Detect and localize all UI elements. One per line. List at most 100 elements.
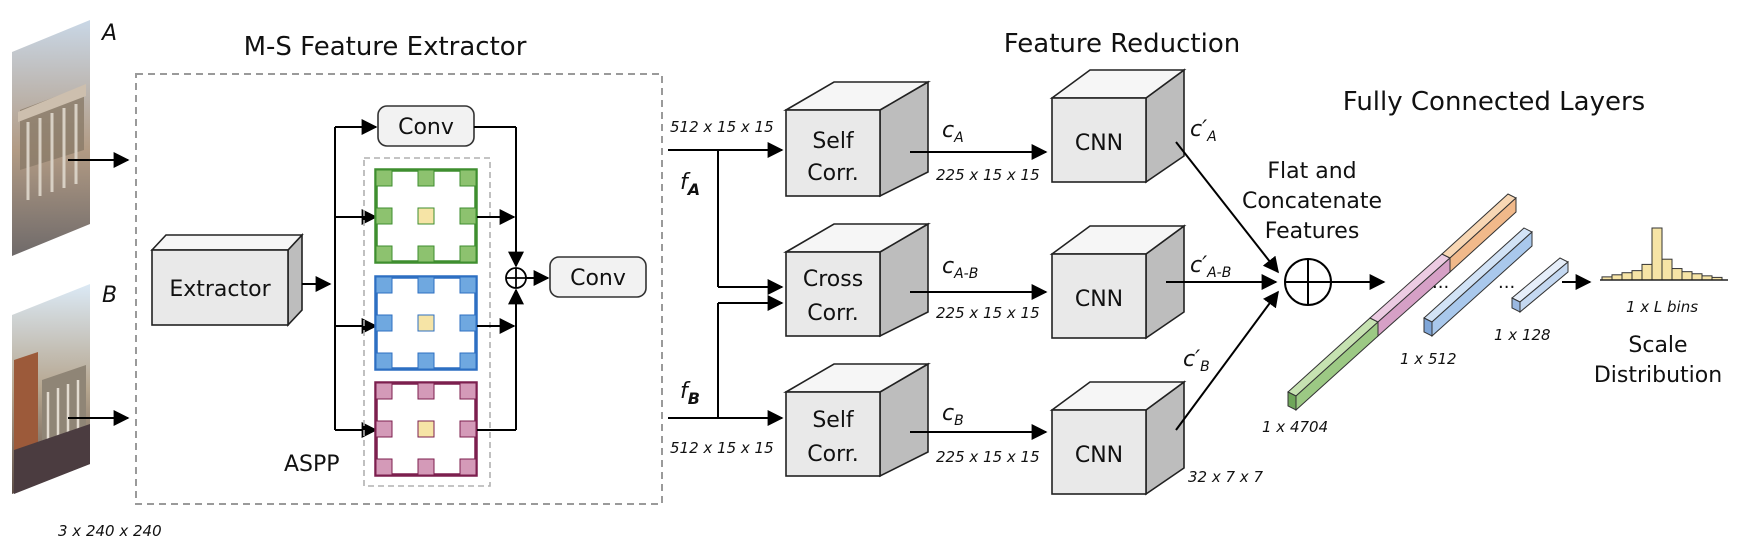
kernel-center-cell [417, 314, 435, 332]
histogram-bar [1671, 268, 1683, 281]
self-corr-top-block [783, 80, 931, 198]
c-prime-b-label: c′B [1183, 347, 1210, 375]
cnn-block-3 [1049, 380, 1187, 496]
kernel-cell [459, 420, 477, 438]
corr-size-2: 225 x 15 x 15 [936, 304, 1040, 322]
corr-size-3: 225 x 15 x 15 [936, 448, 1040, 466]
kernel-cell [459, 169, 477, 187]
kernel-cell [459, 276, 477, 294]
kernel-cell [417, 352, 435, 370]
aspp-frame [363, 157, 491, 487]
kernel-cell [375, 245, 393, 263]
kernel-cell [375, 276, 393, 294]
arrow-cpa [1175, 141, 1279, 274]
extractor-label: Extractor [169, 277, 271, 302]
fc-vector-4704 [1287, 193, 1517, 412]
fc-size-3: 1 x 128 [1494, 326, 1551, 344]
image-b-label: B [102, 283, 117, 308]
cnn-out-size: 32 x 7 x 7 [1188, 468, 1263, 486]
kernel-cell [459, 245, 477, 263]
corr-size-1: 225 x 15 x 15 [936, 166, 1040, 184]
scale-label-1: Scale [1628, 333, 1687, 358]
histogram-bar [1611, 274, 1623, 281]
aspp-kernel-green [374, 168, 478, 264]
input-image-b [12, 284, 90, 494]
histogram-bar [1661, 258, 1673, 281]
c-a-label: cA [942, 118, 964, 146]
c-b-label: cB [942, 401, 964, 429]
aspp-kernel-magenta [374, 381, 478, 477]
input-image-a [12, 20, 90, 256]
conv-right-box [549, 256, 647, 298]
ellipsis-1: ... [1432, 272, 1449, 293]
ellipsis-2: ... [1498, 272, 1515, 293]
c-prime-a-label: c′A [1190, 117, 1217, 145]
cross-corr-label-1: Cross [803, 267, 863, 292]
c-ab-label: cA-B [942, 254, 978, 282]
cnn-label-3: CNN [1075, 443, 1123, 468]
extractor-block [150, 232, 304, 328]
scale-label-2: Distribution [1594, 363, 1722, 388]
c-prime-ab-label: c′A-B [1190, 253, 1231, 281]
cnn-label-1: CNN [1075, 131, 1123, 156]
self-corr-bottom-block [783, 362, 931, 478]
fc-size-2: 1 x 512 [1400, 350, 1457, 368]
kernel-cell [459, 382, 477, 400]
kernel-cell [375, 382, 393, 400]
fc-size-1: 1 x 4704 [1262, 418, 1328, 436]
feature-size-top: 512 x 15 x 15 [670, 118, 774, 136]
kernel-cell [417, 276, 435, 294]
kernel-cell [459, 352, 477, 370]
kernel-cell [417, 458, 435, 476]
arrow-cpb [1175, 290, 1279, 431]
self-corr-bottom-label-2: Corr. [807, 442, 859, 467]
kernel-center-cell [417, 420, 435, 438]
feature-reduction-title: Feature Reduction [1004, 29, 1241, 59]
kernel-cell [375, 207, 393, 225]
kernel-cell [417, 245, 435, 263]
cnn-label-2: CNN [1075, 287, 1123, 312]
kernel-cell [375, 458, 393, 476]
cross-corr-block [783, 222, 931, 338]
histogram-bar [1631, 270, 1643, 281]
kernel-center-cell [417, 207, 435, 225]
histogram-bar [1681, 271, 1693, 281]
histogram-bar [1641, 263, 1653, 281]
histogram-bar [1651, 227, 1663, 281]
fc-vector-128 [1511, 257, 1569, 314]
flat-label-1: Flat and [1267, 159, 1356, 184]
kernel-cell [459, 458, 477, 476]
kernel-cell [417, 169, 435, 187]
conv-right-label: Conv [570, 266, 626, 291]
kernel-cell [459, 207, 477, 225]
sum-operator-small [505, 267, 527, 289]
f-a-label: fA [680, 170, 700, 199]
cnn-block-2 [1049, 224, 1187, 340]
kernel-cell [417, 382, 435, 400]
f-b-label: fB [680, 379, 700, 408]
aspp-label: ASPP [284, 452, 340, 477]
bins-label: 1 x L bins [1626, 298, 1698, 316]
concat-operator [1284, 258, 1332, 306]
kernel-cell [375, 420, 393, 438]
aspp-dilated-kernels [374, 168, 478, 477]
feature-size-bottom: 512 x 15 x 15 [670, 439, 774, 457]
self-corr-bottom-label-1: Self [812, 408, 855, 433]
kernel-cell [375, 314, 393, 332]
kernel-cell [459, 314, 477, 332]
histogram-bar [1621, 272, 1633, 281]
histogram-bar [1691, 273, 1703, 281]
aspp-kernel-blue [374, 275, 478, 371]
cnn-block-1 [1049, 68, 1187, 184]
fc-vector-512 [1423, 227, 1533, 338]
flat-label-2: Concatenate [1242, 189, 1382, 214]
scale-histogram [1601, 227, 1723, 281]
flat-label-3: Features [1265, 219, 1360, 244]
kernel-cell [375, 169, 393, 187]
self-corr-top-label-1: Self [812, 129, 855, 154]
fc-title: Fully Connected Layers [1343, 87, 1645, 117]
input-size-label: 3 x 240 x 240 [58, 522, 162, 540]
ms-extractor-title: M-S Feature Extractor [244, 32, 527, 62]
cross-corr-label-2: Corr. [807, 301, 859, 326]
